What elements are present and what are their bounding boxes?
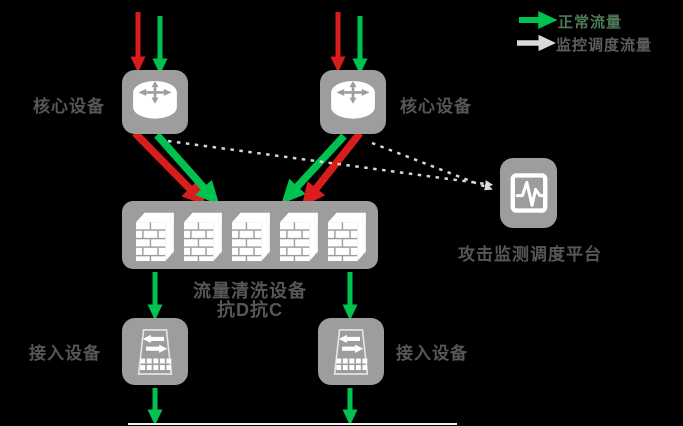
firewall-icon (132, 209, 176, 262)
router-icon (127, 74, 183, 130)
firewall-icon (228, 209, 272, 262)
core-device-left (122, 70, 188, 134)
cleaning-device-label-line1: 流量清洗设备 (193, 281, 307, 301)
access-device-left-label: 接入设备 (29, 344, 101, 363)
legend-label-monitor-traffic: 监控调度流量 (556, 37, 653, 54)
bottom-cutoff-edge (128, 423, 457, 425)
core-device-right-label: 核心设备 (400, 97, 472, 116)
attack-traffic-arrow-coreright-to-cleaning (301, 130, 363, 208)
firewall-icon (180, 209, 224, 262)
access-device-left (122, 318, 188, 385)
core-device-right (320, 70, 386, 134)
firewall-icon (324, 209, 368, 262)
firewall-icon (276, 209, 320, 262)
monitor-flow-dashed-coreright-to-platform (371, 141, 493, 191)
monitor-platform-label: 攻击监测调度平台 (458, 245, 602, 264)
pulse-monitor-icon (504, 162, 554, 224)
monitor-platform-device (500, 158, 557, 228)
access-device-right-label: 接入设备 (396, 344, 468, 363)
attack-traffic-arrow-coreleft-to-cleaning (132, 130, 207, 206)
normal-traffic-arrow-coreleft-to-cleaning (154, 132, 220, 206)
core-device-left-label: 核心设备 (33, 97, 105, 116)
legend-label-normal-traffic: 正常流量 (558, 14, 623, 31)
switch-icon (128, 324, 182, 380)
switch-icon (324, 324, 378, 380)
access-device-right (318, 318, 384, 385)
cleaning-device-label-line2: 抗D抗C (217, 300, 283, 320)
router-icon (325, 74, 381, 130)
traffic-cleaning-device-box (122, 201, 378, 269)
